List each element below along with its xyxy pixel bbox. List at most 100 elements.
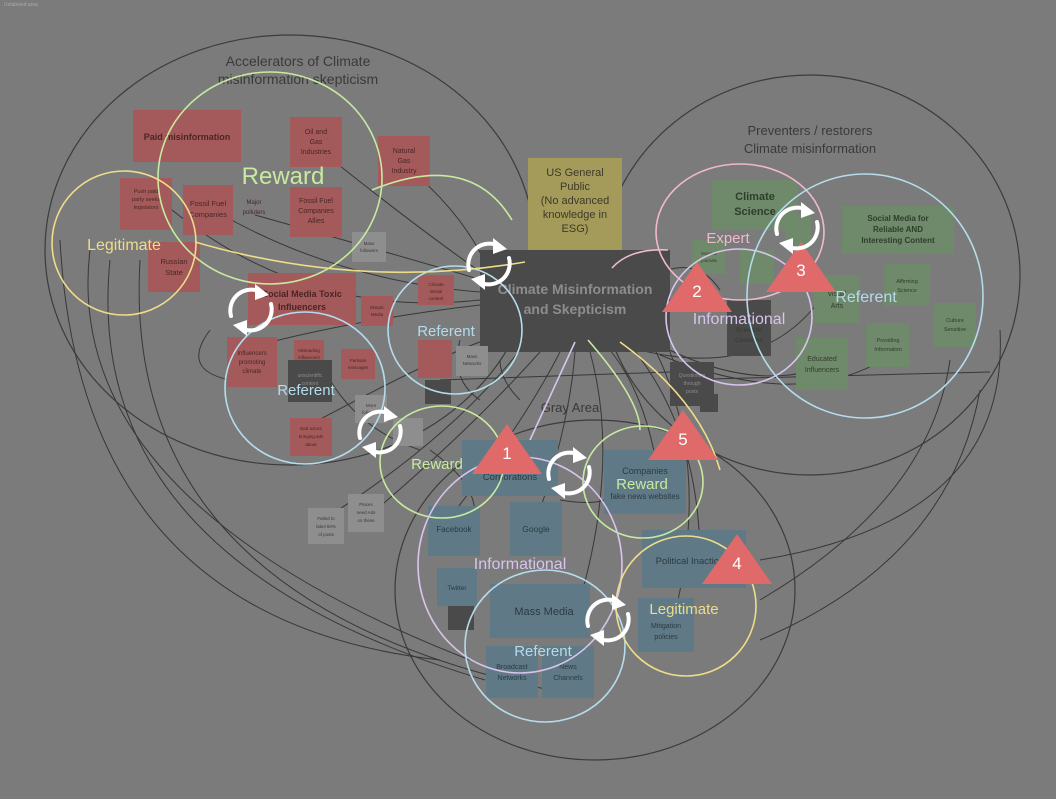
svg-text:followers: followers <box>360 248 379 253</box>
link-expert-center <box>611 249 669 269</box>
svg-text:Corporations: Corporations <box>483 472 538 483</box>
svg-text:Bad actors: Bad actors <box>300 426 322 431</box>
svg-text:3: 3 <box>796 261 805 280</box>
svg-text:Oil and: Oil and <box>305 129 327 136</box>
svg-text:journals: journals <box>700 258 718 263</box>
link-green-right <box>587 339 641 431</box>
svg-text:influencers: influencers <box>298 355 321 360</box>
ring-referent-center <box>387 265 523 395</box>
svg-text:bringing ads: bringing ads <box>299 434 324 439</box>
accelerators-title-1: Accelerators of Climate <box>226 53 371 69</box>
ring-referent-right <box>746 173 984 419</box>
public-line-4: knowledge in <box>543 209 607 221</box>
green-box-scientific-concerns: Scientific Concerns <box>735 327 764 344</box>
green-box-affirming: Affirming Science <box>884 264 930 306</box>
red-box-push-paid: Push paid party seeks legislators <box>120 178 172 230</box>
red-box-oil-gas: Oil and Gas Industries <box>290 117 342 167</box>
svg-text:Interesting Content: Interesting Content <box>861 236 935 245</box>
svg-text:State: State <box>165 268 183 277</box>
svg-text:Gas: Gas <box>310 139 323 146</box>
svg-text:Failed to: Failed to <box>317 516 335 521</box>
svg-text:Climate: Climate <box>428 282 444 287</box>
center-box: Climate Misinformation and Skepticism <box>480 250 670 352</box>
label-referent-center: Referent <box>417 323 475 340</box>
svg-text:Visual: Visual <box>828 291 847 298</box>
svg-text:4: 4 <box>732 554 741 573</box>
label-legitimate-left: Legitimate <box>87 237 161 254</box>
svg-text:Science: Science <box>897 288 917 294</box>
triangle-markers: 1 2 3 4 5 <box>472 242 836 584</box>
svg-text:Industry: Industry <box>392 168 417 175</box>
svg-text:through: through <box>684 381 701 387</box>
svg-text:Arts: Arts <box>831 303 844 310</box>
triangle-5: 5 <box>648 410 718 460</box>
link-reward-center <box>371 174 513 221</box>
svg-text:News: News <box>559 664 577 671</box>
svg-text:content: content <box>429 296 445 301</box>
red-box-climate-denial: Climate denial content <box>418 275 454 305</box>
green-box-social-media-reliable: Social Media for Reliable AND Interestin… <box>842 206 954 254</box>
link-purple-bottom <box>529 341 576 441</box>
red-box-partisan: Partisan messages <box>341 349 375 379</box>
svg-text:Mass Media: Mass Media <box>514 606 574 618</box>
label-informational-bottom: Informational <box>474 556 567 573</box>
svg-text:Scientific: Scientific <box>736 327 763 334</box>
label-informational-right: Informational <box>693 311 786 328</box>
label-legitimate-bottom: Legitimate <box>649 601 718 618</box>
blue-box-mass-media: Mass Media <box>490 584 590 638</box>
svg-text:Mitigation: Mitigation <box>651 623 681 630</box>
triangle-4: 4 <box>702 534 772 584</box>
svg-text:Gas: Gas <box>398 158 411 165</box>
cycle-icon <box>228 284 274 336</box>
red-box-natural-gas: Natural Gas Industry <box>378 136 430 186</box>
svg-text:Push paid: Push paid <box>134 189 158 195</box>
label-reward-big: Reward <box>242 163 325 190</box>
svg-text:label 50%: label 50% <box>316 524 336 529</box>
center-line-1: Climate Misinformation <box>498 281 653 297</box>
triangle-1: 1 <box>472 424 542 474</box>
svg-text:Skeptic: Skeptic <box>370 305 386 310</box>
public-line-5: ESG) <box>562 223 589 235</box>
svg-text:unscientific: unscientific <box>298 373 323 379</box>
red-box-influencers-promoting: Influencers promoting climate <box>227 337 277 387</box>
cycle-icon <box>357 406 403 458</box>
svg-text:Influencers: Influencers <box>278 302 326 312</box>
svg-text:Networks: Networks <box>497 675 527 682</box>
cycle-icon <box>546 447 592 499</box>
svg-text:Fossil Fuel: Fossil Fuel <box>190 199 227 208</box>
dark-box-a <box>727 300 771 356</box>
svg-text:Allies: Allies <box>308 218 325 225</box>
svg-text:Twitter: Twitter <box>447 585 467 592</box>
svg-text:fake news websites: fake news websites <box>610 492 679 501</box>
svg-text:Concerns: Concerns <box>735 337 764 344</box>
accelerators-title-2: misinformation skepticism <box>218 71 378 87</box>
svg-text:Broadcast: Broadcast <box>496 664 528 671</box>
label-referent-right: Referent <box>835 289 897 306</box>
svg-text:Companies: Companies <box>298 208 334 215</box>
red-box-small-a <box>418 340 452 378</box>
svg-text:Russian: Russian <box>160 257 187 266</box>
blue-box-group: Corporations Companies fake news website… <box>428 394 746 698</box>
red-box-fossil-fuel: Fossil Fuel Companies <box>183 185 233 235</box>
svg-text:on these: on these <box>357 518 375 523</box>
svg-text:denial: denial <box>430 289 442 294</box>
red-box-bad-actors: Bad actors bringing ads about <box>290 418 332 456</box>
svg-text:Science: Science <box>701 251 718 256</box>
svg-text:Misleading: Misleading <box>298 348 320 353</box>
green-box-educated-influencers: Educated Influencers <box>796 338 848 390</box>
svg-text:Science: Science <box>734 206 776 218</box>
green-box-culture-sensitive: Culture Sensitive <box>934 303 976 347</box>
svg-text:2: 2 <box>692 282 701 301</box>
svg-text:need Ads: need Ads <box>357 510 377 515</box>
svg-text:Social Media for: Social Media for <box>867 214 928 223</box>
blue-box-google: Google <box>510 502 562 556</box>
cycle-icon <box>466 238 512 290</box>
svg-text:Paid misinformation: Paid misinformation <box>144 132 231 142</box>
svg-text:Industries: Industries <box>301 149 332 156</box>
blue-box-fake-news: Companies fake news websites <box>604 450 686 514</box>
svg-text:Influencers: Influencers <box>237 351 266 357</box>
svg-text:Partisan: Partisan <box>350 358 367 363</box>
dark-box-unscientific: unscientific content <box>288 360 332 402</box>
label-expert: Expert <box>706 230 750 247</box>
svg-text:Providing: Providing <box>877 338 900 344</box>
